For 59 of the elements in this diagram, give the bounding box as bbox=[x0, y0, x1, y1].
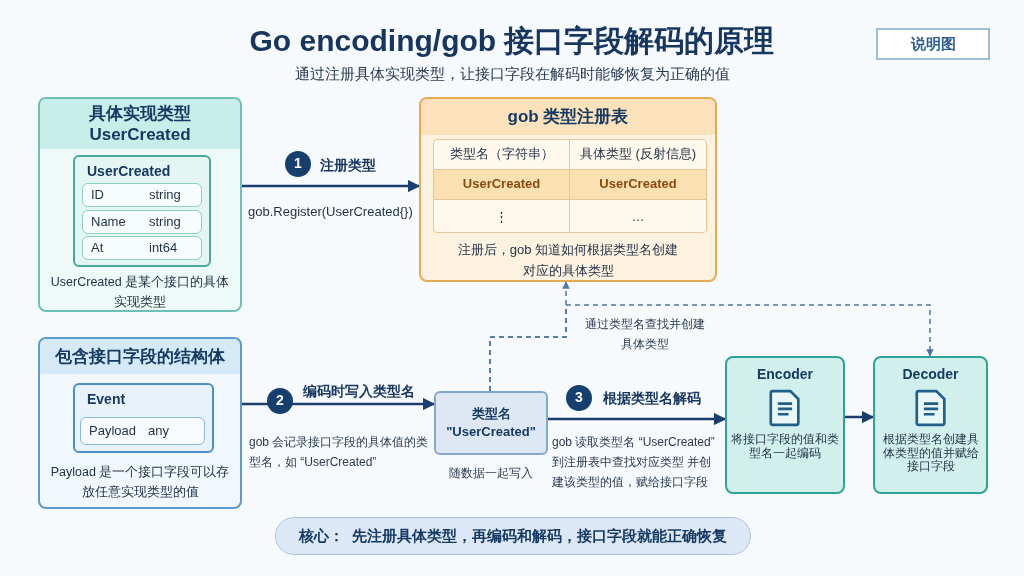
panel-title: 具体实现类型 UserCreated bbox=[88, 102, 192, 146]
struct-panel bbox=[38, 337, 242, 509]
banner-text: 核心： 先注册具体类型，再编码和解码，接口字段就能正确恢复 bbox=[298, 526, 728, 546]
field-name: Payload bbox=[89, 422, 136, 440]
component-note: 将接口字段的值和类型名一起编码 bbox=[731, 432, 839, 461]
decoder-box bbox=[873, 356, 988, 494]
struct-box bbox=[73, 383, 214, 453]
step-note: gob 读取类型名 “UserCreated” 到注册表中查找对应类型 并创建该类型的值，赋给接口字段 bbox=[552, 435, 715, 489]
arrow bbox=[242, 179, 421, 193]
table-cell: UserCreated bbox=[434, 170, 570, 200]
panel-note: Payload 是一个接口字段可以存放任意实现类型的值 bbox=[50, 465, 230, 499]
field-type: string bbox=[149, 186, 181, 204]
diagram-title: Go encoding/gob 接口字段解码的原理 bbox=[249, 24, 775, 57]
component-title: Encoder bbox=[757, 366, 813, 383]
component-note: 根据类型名创建具体类型的值并赋给接口字段 bbox=[881, 432, 980, 475]
box-text: 类型名 "UserCreated" bbox=[445, 405, 537, 441]
field-name: ID bbox=[91, 186, 105, 204]
edge-label: 编码时写入类型名 bbox=[303, 383, 415, 399]
type-panel bbox=[38, 97, 242, 312]
encoder-box bbox=[725, 356, 845, 494]
field-row bbox=[82, 210, 202, 234]
step-number-badge: 2 bbox=[267, 388, 293, 414]
field-name: Name bbox=[91, 213, 127, 231]
panel-note: 注册后，gob 知道如何根据类型名创建对应的具体类型 bbox=[457, 242, 679, 278]
table-cell-text: … bbox=[630, 207, 646, 226]
field-row bbox=[80, 417, 205, 445]
arrow bbox=[548, 412, 727, 426]
step-number-badge: 1 bbox=[285, 151, 311, 177]
field-type: string bbox=[149, 213, 181, 231]
registry-panel bbox=[419, 97, 717, 282]
dashed-arrow bbox=[489, 304, 934, 392]
panel-note: UserCreated 是某个接口的具体实现类型 bbox=[50, 275, 230, 309]
field-type: any bbox=[148, 422, 169, 440]
field-row bbox=[82, 236, 202, 260]
edge-label: 根据类型名解码 bbox=[603, 390, 701, 406]
table-cell: ⋮ bbox=[434, 200, 570, 232]
field-type: int64 bbox=[149, 239, 178, 257]
struct-box bbox=[73, 155, 211, 267]
summary-banner bbox=[275, 517, 751, 555]
arrow bbox=[845, 410, 875, 424]
legend-badge bbox=[876, 28, 990, 60]
panel-title: 包含接口字段的结构体 bbox=[55, 345, 225, 368]
struct-name: Event bbox=[87, 391, 126, 407]
struct-name: UserCreated bbox=[87, 163, 171, 179]
step-note: gob 会记录接口字段的具体值的类型名，如 “UserCreated” bbox=[249, 435, 429, 469]
badge-text: 说明图 bbox=[910, 34, 956, 54]
code-note: gob.Register(UserCreated{}) bbox=[248, 204, 413, 219]
panel-title: gob 类型注册表 bbox=[507, 106, 629, 128]
table-cell: UserCreated bbox=[570, 170, 706, 200]
arrow bbox=[242, 397, 436, 411]
edge-label: 注册类型 bbox=[320, 157, 376, 173]
subtitle: 通过注册具体实现类型，让接口字段在解码时能够恢复为正确的值 bbox=[294, 65, 730, 82]
edge-label: 通过类型名查找并创建具体类型 bbox=[585, 317, 705, 351]
box-caption: 随数据一起写入 bbox=[449, 466, 533, 480]
field-name: At bbox=[91, 239, 105, 257]
type-name-box bbox=[434, 391, 548, 455]
field-row bbox=[82, 183, 202, 207]
component-title: Decoder bbox=[902, 366, 959, 383]
step-number-badge: 3 bbox=[566, 385, 592, 411]
